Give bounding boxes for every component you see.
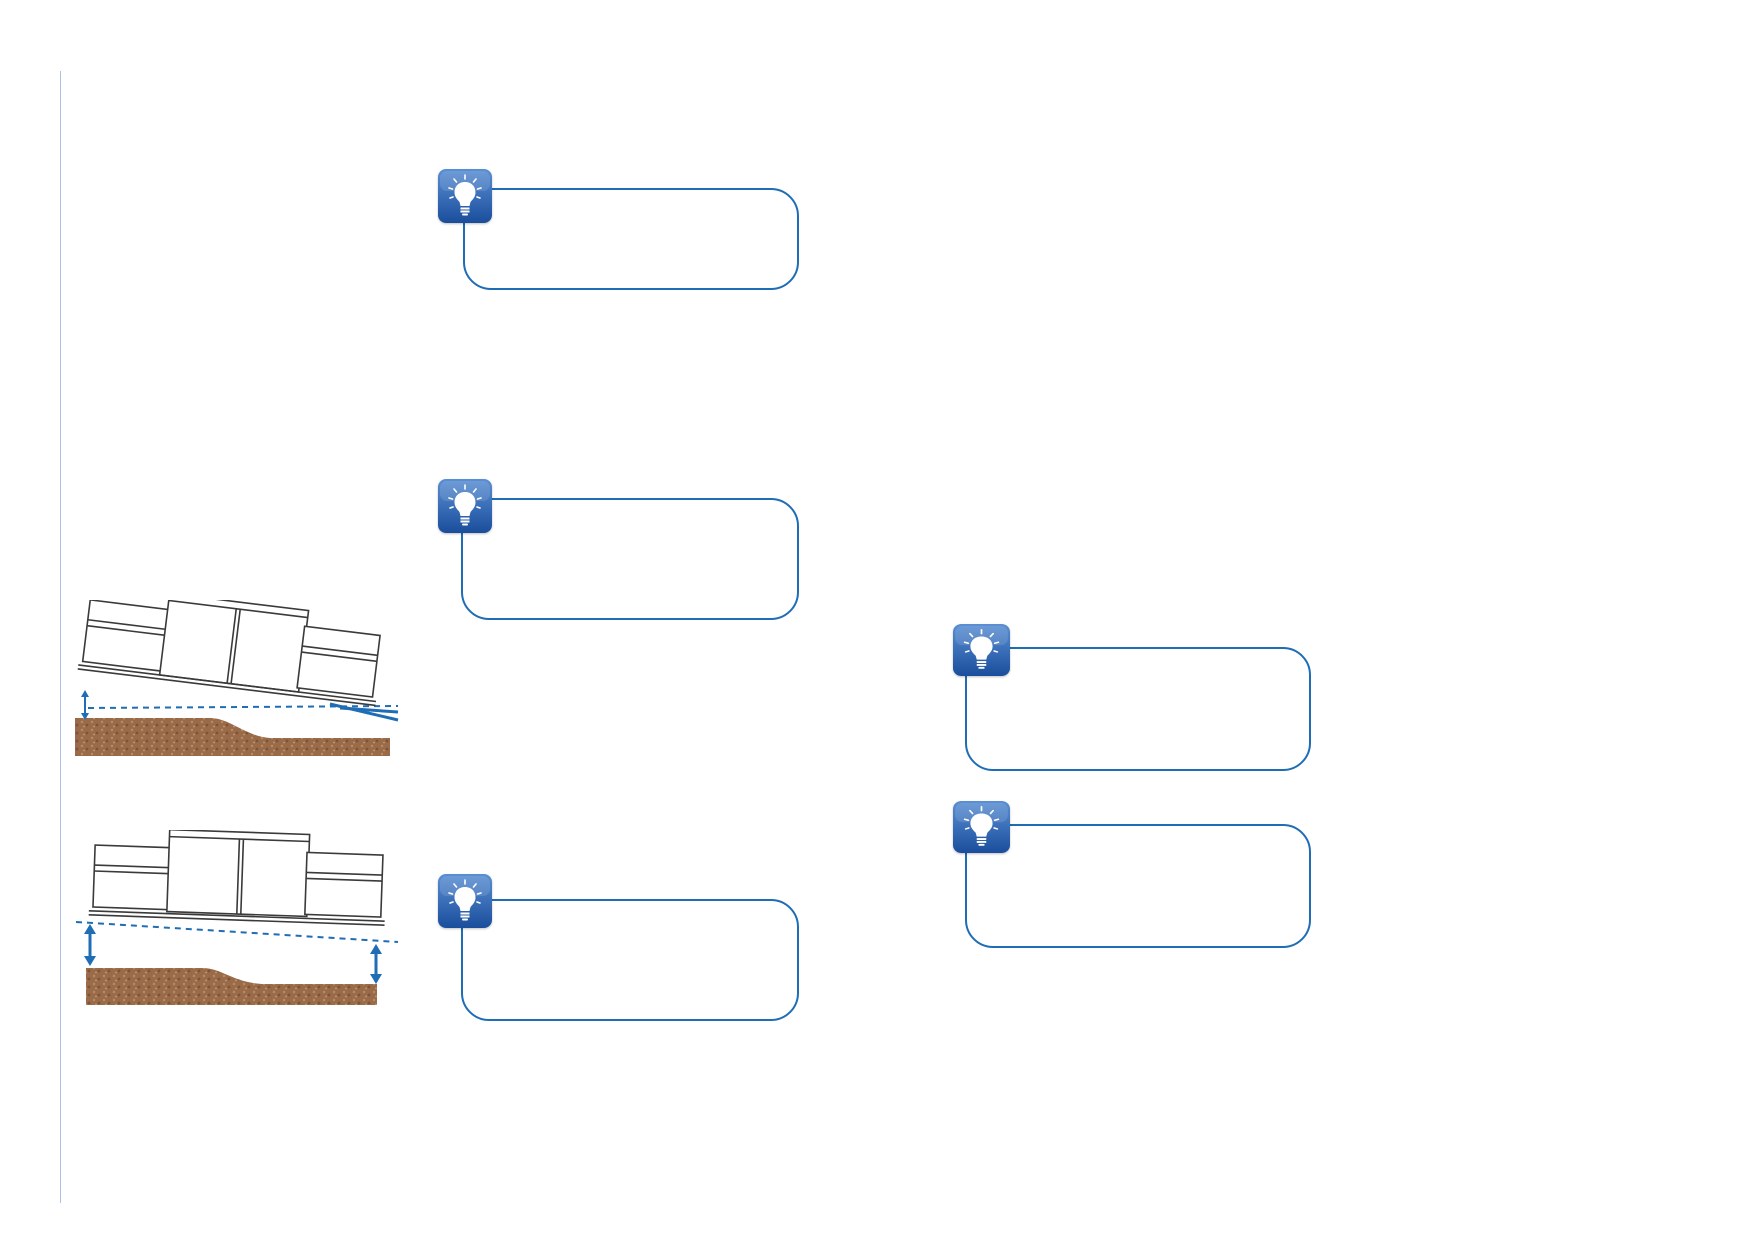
vehicle-body (88, 828, 385, 926)
reference-line (75, 921, 399, 943)
lightbulb-icon (953, 801, 1010, 853)
vehicle-clearance-illustration (72, 828, 402, 1010)
lightbulb-icon (438, 169, 492, 223)
tip-box-4 (965, 647, 1311, 771)
clearance-arrow-icon (370, 944, 382, 984)
tip-box-5 (965, 824, 1311, 948)
lightbulb-icon (438, 874, 492, 928)
clearance-arrow-icon (84, 924, 96, 966)
lightbulb-icon (438, 479, 492, 533)
margin-rule (60, 71, 61, 1203)
soil-ground (86, 968, 377, 1005)
tip-box-2 (461, 498, 799, 620)
vehicle-body (77, 592, 381, 707)
lightbulb-icon (953, 624, 1010, 676)
tip-box-3 (461, 899, 799, 1021)
vehicle-on-slope-illustration (70, 592, 400, 760)
soil-ground (75, 718, 390, 756)
tip-box-1 (463, 188, 799, 290)
clearance-arrow-icon (81, 690, 89, 720)
